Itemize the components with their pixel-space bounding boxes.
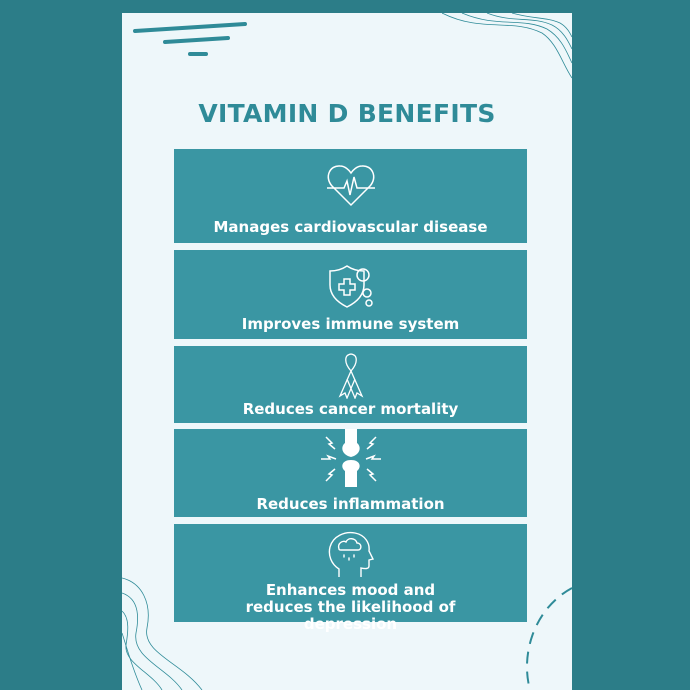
benefit-label: Reduces cancer mortality: [242, 400, 459, 418]
benefit-label: Enhances mood and reduces the likelihood…: [245, 581, 456, 633]
dashed-circle-icon: [526, 587, 572, 690]
benefit-label: Improves immune system: [241, 315, 460, 333]
topographic-corner-bottom-icon: [122, 577, 203, 690]
benefit-card-cardiovascular: Manages cardiovascular disease: [174, 149, 527, 243]
decorative-lines-icon: [133, 22, 247, 56]
benefit-card-mood: Enhances mood and reduces the likelihood…: [174, 524, 527, 633]
awareness-ribbon-icon: [338, 353, 363, 399]
head-rain-cloud-icon: [328, 531, 374, 577]
topographic-corner-top-icon: [442, 13, 572, 79]
infographic-page: VITAMIN D BENEFITS Manages cardiovascula…: [122, 13, 572, 690]
page-title: VITAMIN D BENEFITS: [198, 99, 496, 128]
shield-virus-icon: [328, 265, 373, 308]
benefit-card-immune: Improves immune system: [174, 250, 527, 339]
benefit-card-inflammation: Reduces inflammation: [174, 429, 527, 517]
benefit-label: Reduces inflammation: [256, 495, 445, 513]
knee-joint-pain-icon: [320, 429, 381, 487]
heart-pulse-icon: [326, 165, 375, 207]
benefit-card-cancer: Reduces cancer mortality: [174, 346, 527, 423]
benefit-label: Manages cardiovascular disease: [213, 218, 488, 236]
